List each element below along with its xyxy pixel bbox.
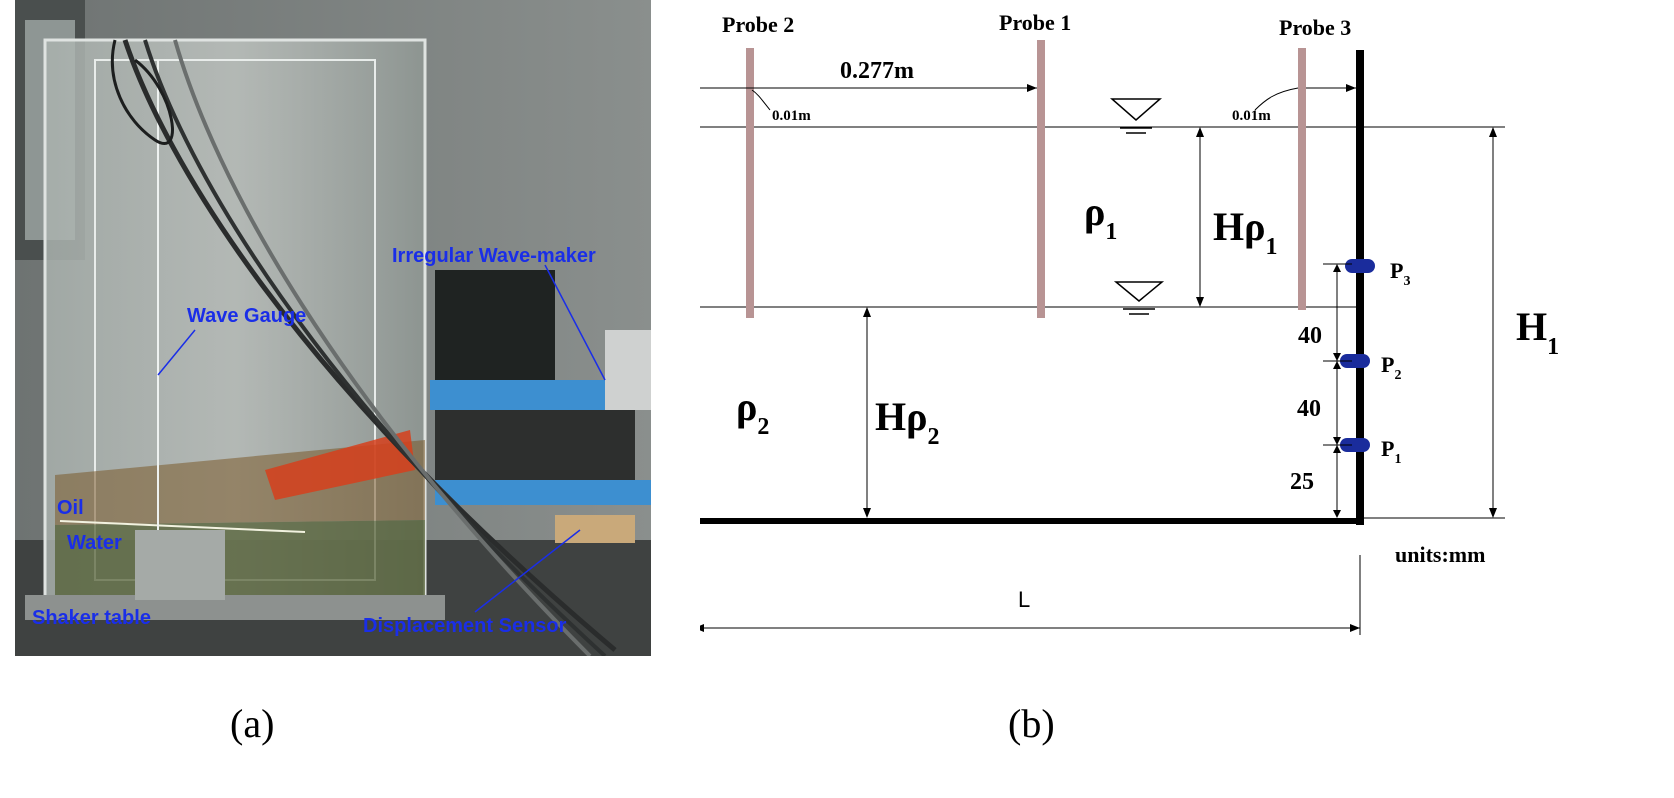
leader-right: [1254, 87, 1299, 111]
rho-upper: ρ1: [1084, 189, 1117, 245]
probe-spacing-label: 0.277m: [840, 58, 914, 84]
arrowhead: [1333, 264, 1341, 272]
setup-photo-illustration: Wave Gauge Irregular Wave-maker Oil Wate…: [15, 0, 651, 656]
h-rho-lower: Hρ2: [875, 394, 940, 450]
probe-3-rod: [1298, 48, 1306, 310]
tank-schematic: Probe 2 Probe 1 Probe 3 0.277m 0.01m 0.0…: [687, 0, 1660, 690]
sensor-label-p3: P3: [1390, 258, 1410, 289]
cable: [143, 39, 607, 656]
arrowhead: [1489, 127, 1497, 137]
label-displacement-sensor: Displacement Sensor: [363, 615, 567, 637]
probe-3-label: Probe 3: [1279, 15, 1351, 40]
spacing-p1-bottom: 25: [1290, 469, 1314, 495]
pressure-sensor-p3: [1345, 259, 1375, 273]
arrowhead: [1333, 437, 1341, 445]
cable: [173, 39, 592, 656]
label-shaker-table: Shaker table: [32, 607, 151, 629]
arrowhead: [863, 307, 871, 317]
shaker-table-plate: [25, 595, 445, 620]
shaker-bracket: [135, 530, 225, 600]
sensor-pointer: [474, 529, 581, 613]
label-wave-maker: Irregular Wave-maker: [392, 245, 596, 267]
caption-a: (a): [230, 701, 275, 746]
oil-water-interface: [59, 520, 306, 533]
water-level-symbol-lower: [1113, 281, 1165, 315]
label-oil: Oil: [57, 497, 84, 519]
arrowhead: [1333, 510, 1341, 518]
tank-schematic-svg: Probe 2 Probe 1 Probe 3 0.277m 0.01m 0.0…: [687, 10, 1559, 635]
water-level-symbol-upper: [1110, 98, 1162, 134]
arrowhead: [1333, 353, 1341, 361]
arrowhead: [1489, 508, 1497, 518]
setup-photo: Wave Gauge Irregular Wave-maker Oil Wate…: [15, 0, 651, 656]
pressure-sensor-p1: [1340, 438, 1370, 452]
wave-maker-pointer: [544, 264, 606, 381]
rho-lower: ρ2: [736, 384, 769, 440]
wave-gauge-pointer: [157, 329, 196, 376]
length-label: L: [1018, 587, 1030, 612]
tank-bottom: [687, 518, 1364, 524]
leader-left: [751, 89, 771, 111]
probe-1-label: Probe 1: [999, 10, 1071, 35]
spacing-p2-p1: 40: [1297, 396, 1321, 422]
wave-maker-frame: [430, 380, 630, 410]
cable: [122, 39, 617, 652]
h-rho-upper: Hρ1: [1213, 204, 1278, 260]
arrowhead: [1350, 624, 1360, 632]
cable-loop: [110, 39, 174, 145]
h-total: H1: [1516, 304, 1559, 360]
probe-1-rod: [1037, 40, 1045, 318]
wall-gap-left-label: 0.01m: [772, 108, 811, 124]
oil-highlight: [265, 430, 415, 500]
sensor-label-p1: P1: [1381, 436, 1401, 467]
probe-2-rod: [746, 48, 754, 318]
arrowhead: [1333, 361, 1341, 369]
arrowhead: [1196, 297, 1204, 307]
sensor-label-p2: P2: [1381, 352, 1401, 383]
caption-b: (b): [1008, 701, 1055, 746]
units-label: units:mm: [1395, 542, 1485, 567]
control-box: [605, 330, 651, 410]
arrowhead: [1346, 84, 1356, 92]
wave-maker-body: [435, 410, 635, 480]
machine-block: [435, 270, 555, 390]
arrowhead: [694, 624, 704, 632]
probe-2-label: Probe 2: [722, 12, 794, 37]
wall-gap-right-label: 0.01m: [1232, 108, 1271, 124]
spacing-p3-p2: 40: [1298, 323, 1322, 349]
displacement-sensor-block: [555, 515, 635, 543]
arrowhead: [863, 508, 871, 518]
wave-maker-base: [435, 480, 651, 505]
arrowhead: [1027, 84, 1037, 92]
arrowhead: [1196, 127, 1204, 137]
label-wave-gauge: Wave Gauge: [187, 305, 306, 327]
arrowhead: [1333, 445, 1341, 453]
tank-right-wall: [1356, 50, 1364, 525]
label-water: Water: [67, 532, 122, 554]
pressure-sensor-p2: [1340, 354, 1370, 368]
